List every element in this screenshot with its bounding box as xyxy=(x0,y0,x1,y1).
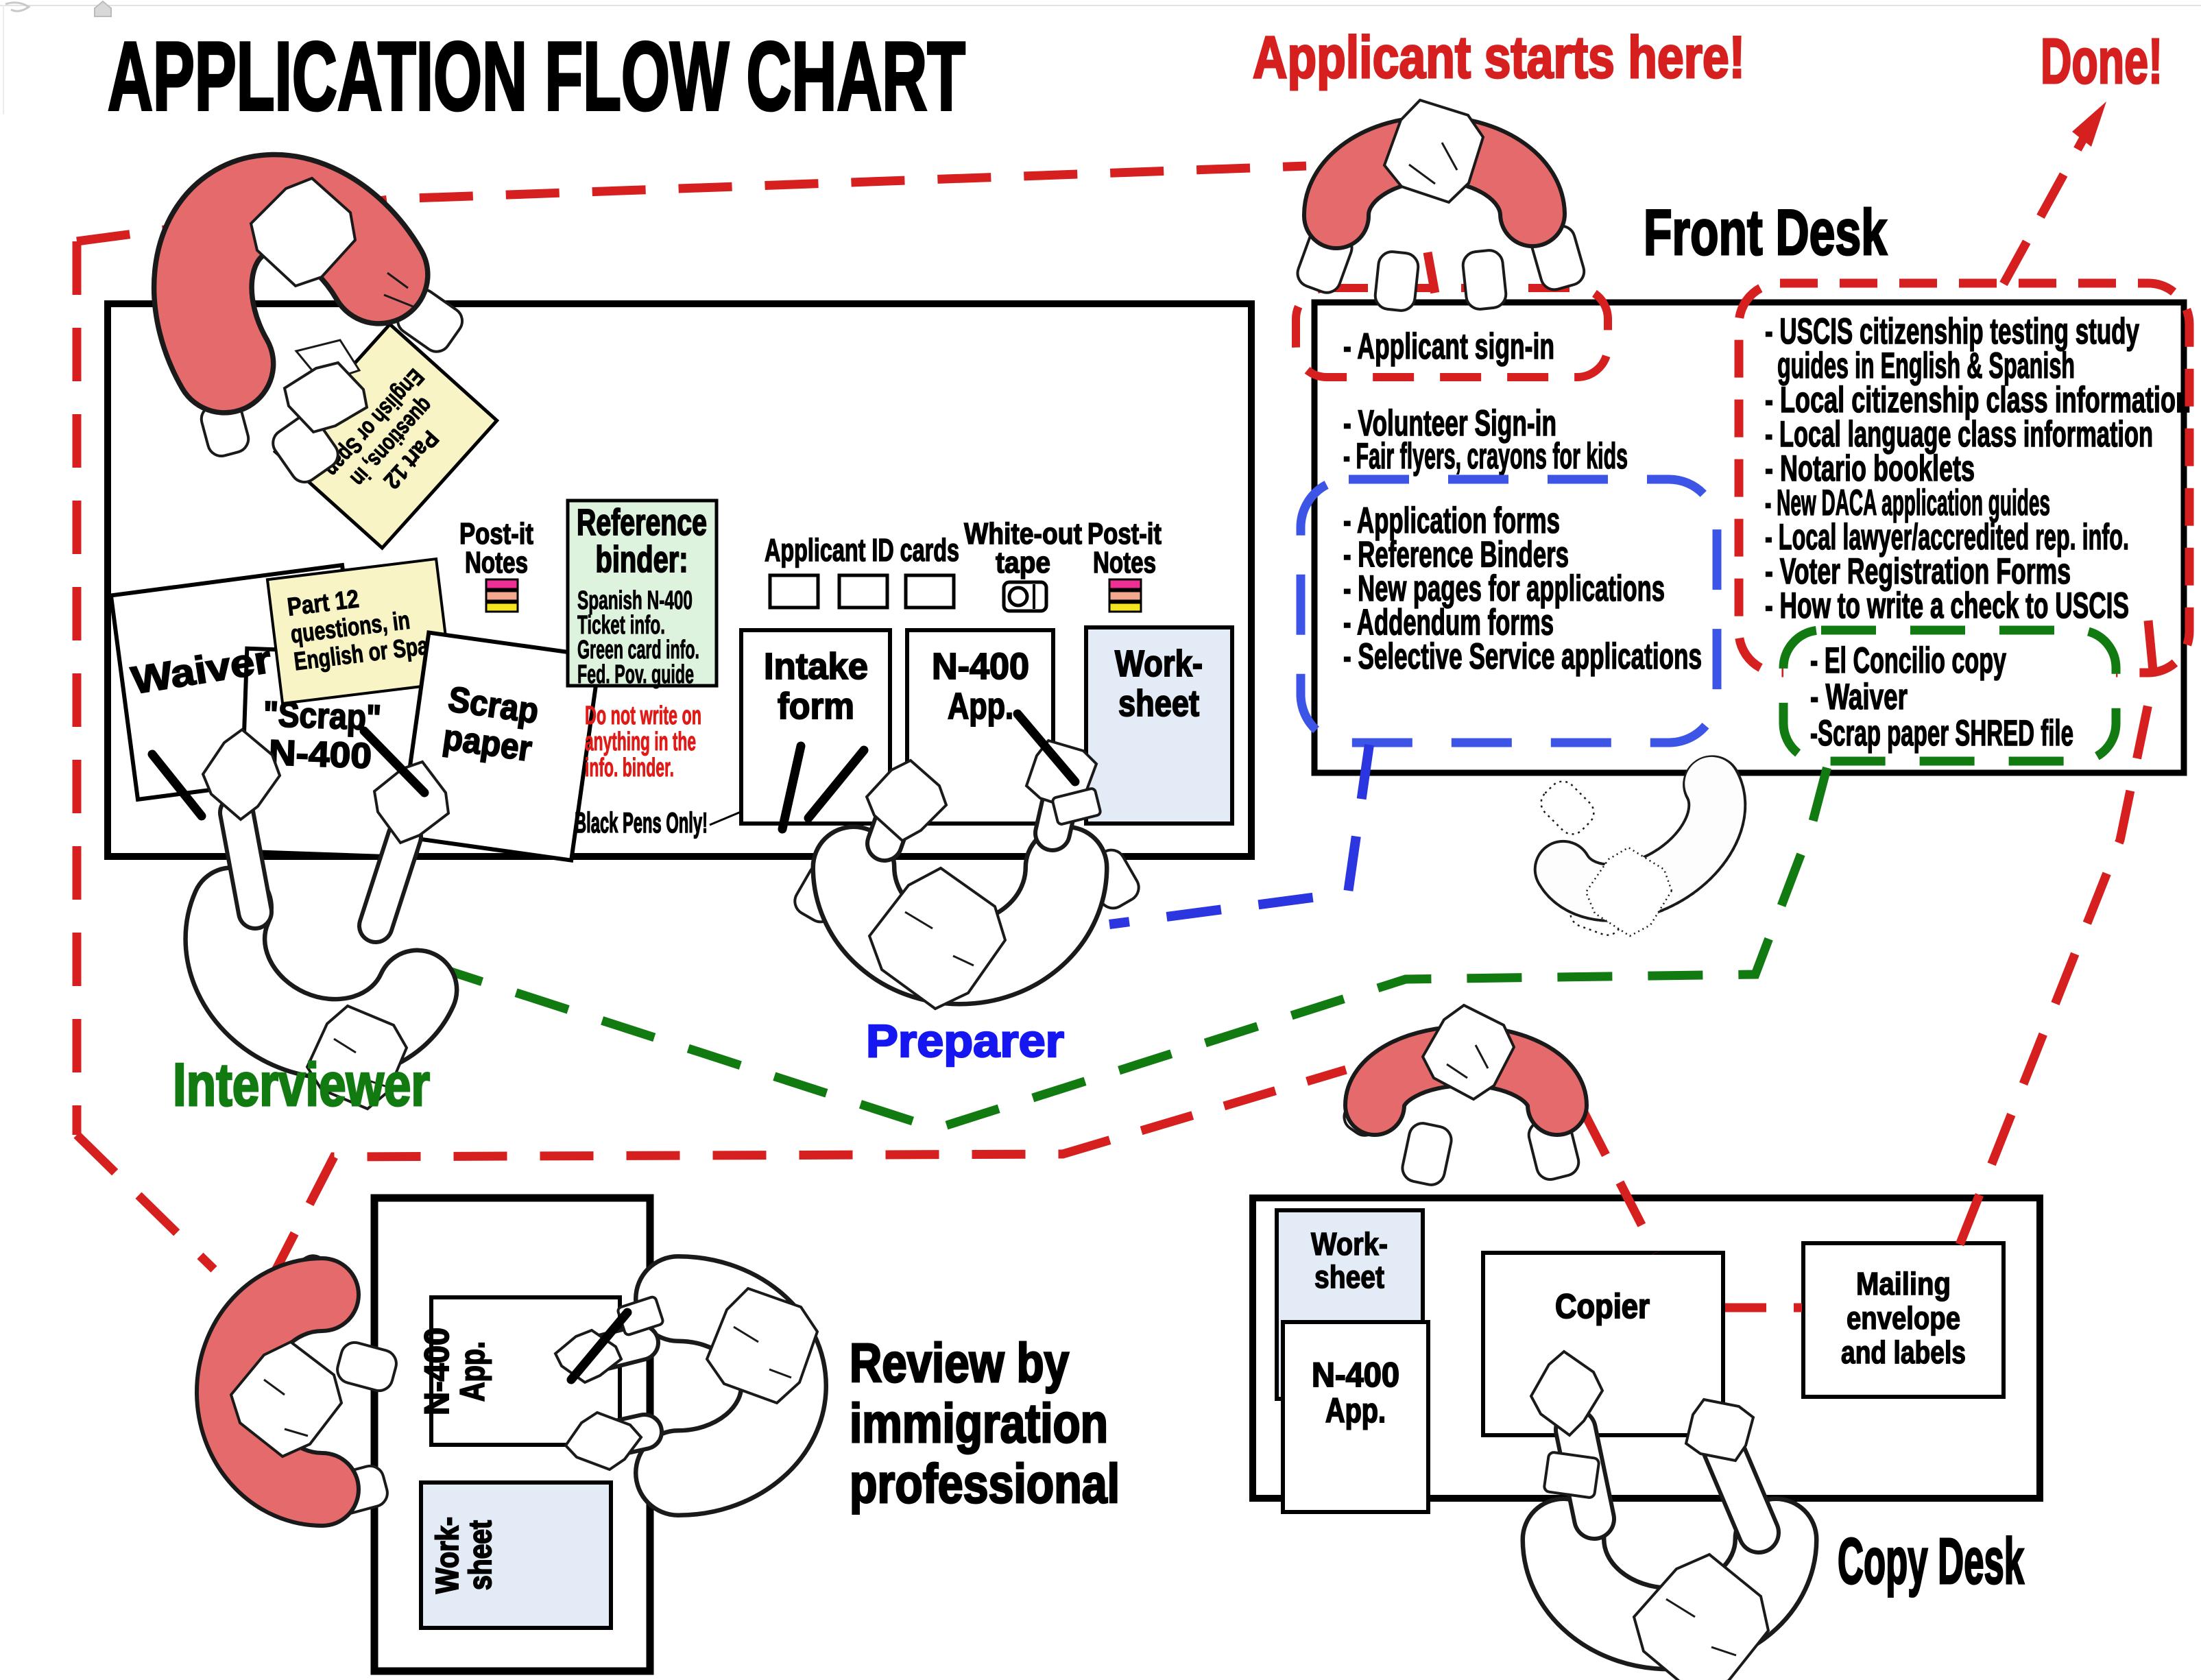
svg-text:sheet: sheet xyxy=(462,1520,498,1590)
svg-text:Copier: Copier xyxy=(1555,1287,1650,1325)
svg-text:-Scrap paper SHRED file: -Scrap paper SHRED file xyxy=(1810,713,2073,754)
svg-text:Work-: Work- xyxy=(1115,643,1203,684)
svg-text:APPLICATION FLOW CHART: APPLICATION FLOW CHART xyxy=(108,22,965,131)
svg-text:App.: App. xyxy=(453,1341,492,1402)
svg-text:- Local language class informa: - Local language class information xyxy=(1765,414,2153,455)
svg-text:- Selective Service applicatio: - Selective Service applications xyxy=(1343,636,1702,677)
svg-text:Post-it: Post-it xyxy=(1087,517,1162,551)
svg-text:Green card info.: Green card info. xyxy=(577,636,699,664)
svg-text:sheet: sheet xyxy=(1314,1259,1384,1295)
svg-text:N-400: N-400 xyxy=(268,733,372,776)
svg-text:and labels: and labels xyxy=(1841,1334,1966,1370)
svg-text:- Addendum forms: - Addendum forms xyxy=(1343,603,1554,643)
svg-text:form: form xyxy=(778,686,854,727)
svg-text:guides in English & Spanish: guides in English & Spanish xyxy=(1765,346,2075,386)
svg-text:- Waiver: - Waiver xyxy=(1810,677,1908,717)
svg-text:anything in the: anything in the xyxy=(585,728,696,756)
svg-text:Spanish N-400: Spanish N-400 xyxy=(577,586,693,615)
svg-text:Review by: Review by xyxy=(850,1332,1069,1393)
svg-text:immigration: immigration xyxy=(850,1393,1108,1454)
svg-text:N-400: N-400 xyxy=(932,646,1029,687)
svg-text:- Local lawyer/accredited rep.: - Local lawyer/accredited rep. info. xyxy=(1765,517,2129,557)
svg-text:- Notario booklets: - Notario booklets xyxy=(1765,448,1975,489)
svg-text:Notes: Notes xyxy=(465,546,528,579)
svg-text:Work-: Work- xyxy=(429,1517,465,1594)
svg-text:Applicant starts here!: Applicant starts here! xyxy=(1253,25,1745,91)
svg-text:Mailing: Mailing xyxy=(1856,1266,1951,1301)
svg-text:Reference: Reference xyxy=(577,502,707,543)
svg-text:- How to write a check to USCI: - How to write a check to USCIS xyxy=(1765,586,2129,626)
svg-text:Do not write on: Do not write on xyxy=(585,701,701,730)
svg-text:Notes: Notes xyxy=(1093,546,1156,579)
svg-text:Preparer: Preparer xyxy=(866,1016,1064,1067)
svg-text:envelope: envelope xyxy=(1847,1300,1960,1336)
svg-text:- El Concilio copy: - El Concilio copy xyxy=(1810,640,2006,681)
svg-text:Copy Desk: Copy Desk xyxy=(1838,1525,2024,1598)
svg-text:White-out: White-out xyxy=(964,517,1082,551)
svg-text:Black Pens Only!: Black Pens Only! xyxy=(575,806,708,839)
svg-text:N-400: N-400 xyxy=(1312,1356,1399,1394)
svg-text:- Application forms: - Application forms xyxy=(1343,501,1560,541)
svg-text:- New DACA application guides: - New DACA application guides xyxy=(1765,483,2050,523)
svg-text:Done!: Done! xyxy=(2041,25,2163,97)
svg-text:Post-it: Post-it xyxy=(459,517,533,551)
svg-text:- Reference Binders: - Reference Binders xyxy=(1343,535,1569,575)
svg-text:N-400: N-400 xyxy=(418,1328,456,1415)
svg-text:Front Desk: Front Desk xyxy=(1644,196,1888,268)
svg-text:App.: App. xyxy=(1325,1391,1386,1430)
svg-text:Work-: Work- xyxy=(1311,1226,1388,1262)
svg-text:sheet: sheet xyxy=(1118,683,1199,724)
svg-text:tape: tape xyxy=(996,546,1050,579)
svg-text:binder:: binder: xyxy=(596,539,688,580)
svg-text:Fed. Pov. guide: Fed. Pov. guide xyxy=(577,660,694,689)
svg-text:- Local citizenship class info: - Local citizenship class information xyxy=(1765,380,2191,420)
svg-text:- Applicant sign-in: - Applicant sign-in xyxy=(1343,326,1554,367)
svg-text:App.: App. xyxy=(948,686,1013,727)
svg-text:- New pages for applications: - New pages for applications xyxy=(1343,568,1665,609)
svg-text:Interviewer: Interviewer xyxy=(173,1051,430,1118)
svg-text:professional: professional xyxy=(850,1453,1120,1514)
svg-text:Applicant ID cards: Applicant ID cards xyxy=(765,532,959,568)
svg-text:Ticket info.: Ticket info. xyxy=(577,611,665,640)
svg-text:- Voter Registration Forms: - Voter Registration Forms xyxy=(1765,551,2071,592)
svg-text:Intake: Intake xyxy=(764,646,868,687)
svg-text:- Volunteer Sign-in: - Volunteer Sign-in xyxy=(1343,403,1556,444)
svg-text:info. binder.: info. binder. xyxy=(585,754,674,782)
svg-text:- USCIS citizenship testing st: - USCIS citizenship testing study xyxy=(1765,311,2139,352)
svg-text:- Fair flyers, crayons for kid: - Fair flyers, crayons for kids xyxy=(1343,436,1628,477)
